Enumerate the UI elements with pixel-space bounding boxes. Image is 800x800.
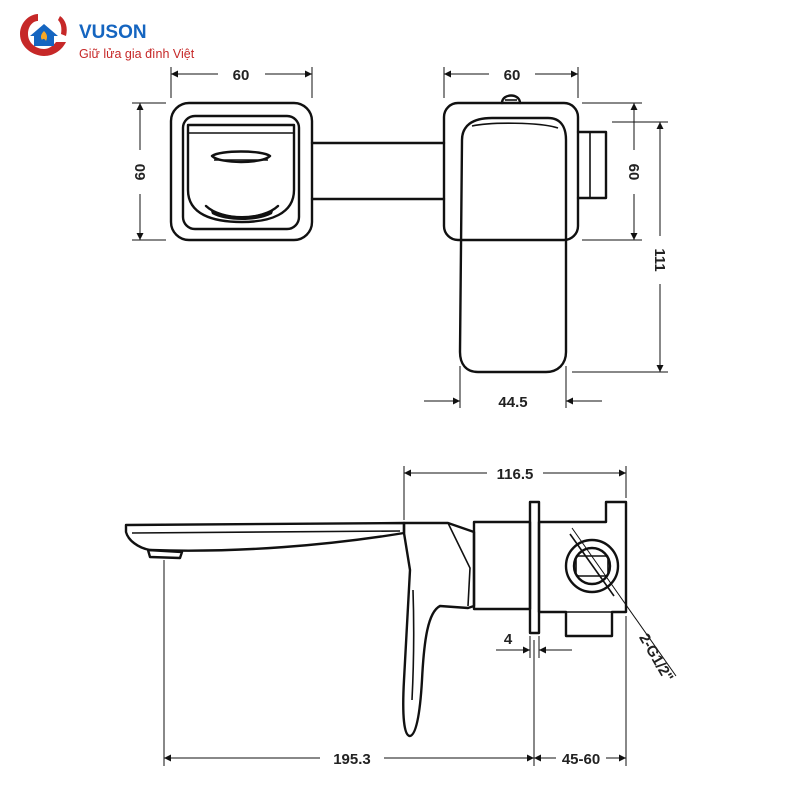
brand-slogan: Giữ lửa gia đình Việt — [79, 47, 195, 61]
dim-label-top-left-width: 60 — [233, 67, 250, 84]
dim-label-connection: 2-G1/2" — [635, 631, 676, 685]
dimension-spout-length: 195.3 — [163, 560, 535, 768]
dimension-handle-width: 44.5 — [424, 366, 602, 411]
dimension-side-depth: 116.5 — [403, 466, 627, 520]
dim-label-wall-plate: 4 — [504, 631, 513, 648]
dim-label-handle-width: 44.5 — [498, 394, 527, 411]
dimension-top-right-width: 60 — [443, 67, 579, 98]
dimension-top-right-height: 60 — [582, 102, 642, 241]
dim-label-spout-length: 195.3 — [333, 751, 371, 768]
dimension-top-left-height: 60 — [132, 102, 166, 241]
dim-label-top-right-height: 60 — [625, 164, 642, 181]
brand-name: VUSON — [79, 22, 147, 43]
handle-front-view — [442, 94, 608, 374]
faucet-side-view — [124, 500, 628, 738]
dimension-wall-plate: 4 — [496, 631, 572, 658]
dimension-top-left-width: 60 — [170, 67, 313, 98]
brand-logo: VUSON Giữ lửa gia đình Việt — [20, 14, 195, 61]
dimension-wall-range: 45-60 — [534, 616, 627, 768]
dimension-connection: 2-G1/2" — [571, 527, 677, 685]
dimension-top-right-total: 111 — [572, 121, 668, 373]
vuson-logo-icon — [20, 14, 67, 56]
dim-label-top-right-total: 111 — [651, 248, 668, 271]
spout-front-view — [169, 101, 446, 242]
dim-label-side-depth: 116.5 — [497, 466, 534, 483]
dim-label-top-left-height: 60 — [132, 164, 149, 181]
dim-label-wall-range: 45-60 — [562, 751, 600, 768]
dim-label-top-right-width: 60 — [504, 67, 521, 84]
